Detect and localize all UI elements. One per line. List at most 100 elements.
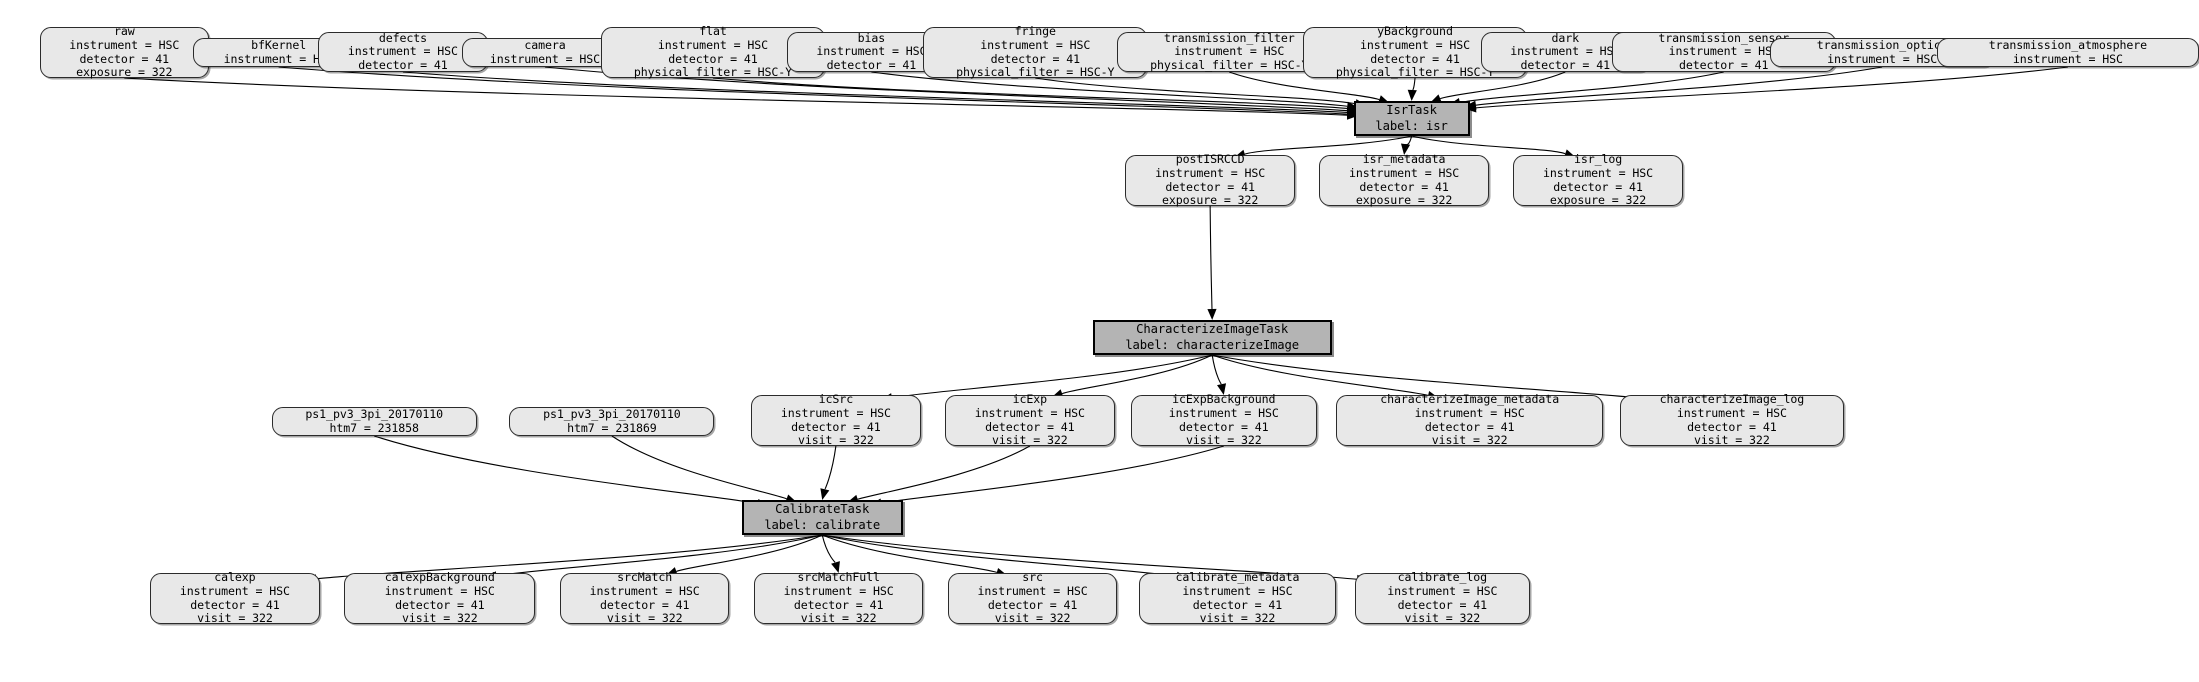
node-attribute: instrument = HSC — [384, 583, 495, 598]
node-attribute: instrument = HSC — [657, 37, 768, 52]
node-attribute: instrument = HSC — [1414, 405, 1525, 420]
node-attribute: detector = 41 — [791, 419, 881, 434]
node-attribute: detector = 41 — [1424, 419, 1515, 434]
edge-CalibrateTask-to-srcMatch — [676, 534, 823, 572]
node-attribute: instrument = HSC — [69, 37, 180, 52]
node-attribute: visit = 322 — [1431, 433, 1508, 448]
node-title: raw — [113, 24, 135, 39]
node-title: transmission_filter — [1163, 30, 1295, 45]
node-title: src — [1022, 570, 1043, 585]
edge-defects-to-IsrTask — [402, 71, 1348, 114]
node-title: calibrate_metadata — [1175, 570, 1300, 585]
node-attribute: detector = 41 — [1687, 419, 1777, 434]
node-attribute: instrument = HSC — [1174, 44, 1285, 59]
node-title: isr_metadata — [1362, 152, 1446, 167]
node-title: calexpBackground — [384, 570, 495, 585]
node-attribute: visit = 322 — [197, 611, 273, 626]
node-attribute: detector = 41 — [1397, 597, 1488, 612]
edge-ps1_a-to-CalibrateTask — [374, 435, 758, 505]
node-attribute: instrument = HSC — [589, 583, 700, 598]
node-attribute: instrument = HSC — [974, 405, 1085, 420]
node-attribute: detector = 41 — [1678, 57, 1769, 72]
node-title: transmission_atmosphere — [1988, 37, 2147, 52]
node-attribute: detector = 41 — [793, 597, 884, 612]
node-title: camera — [524, 37, 566, 52]
node-title: postISRCCD — [1175, 152, 1245, 167]
edge-IsrTask-to-isr_log — [1411, 135, 1566, 155]
node-title: fringe — [1014, 24, 1056, 39]
node-attribute: visit = 322 — [606, 611, 683, 626]
node-title: IsrTask — [1386, 103, 1437, 118]
node-attribute: visit = 322 — [800, 611, 877, 626]
node-attribute: visit = 322 — [798, 433, 874, 448]
node-attribute: exposure = 322 — [1161, 193, 1259, 208]
node-attribute: visit = 322 — [994, 611, 1071, 626]
node-attribute: instrument = HSC — [816, 44, 927, 59]
edge-raw-to-IsrTask — [124, 77, 1348, 116]
edge-fringe-to-IsrTask — [1035, 77, 1356, 105]
node-title: icExpBackground — [1172, 392, 1276, 407]
node-attribute: visit = 322 — [401, 611, 478, 626]
node-title: dark — [1551, 30, 1579, 45]
node-attribute: instrument = HSC — [1155, 165, 1266, 180]
node-attribute: htm7 = 231858 — [329, 420, 420, 435]
node-attribute: instrument = HSC — [977, 583, 1088, 598]
edge-CharacterizeImageTask-to-icSrc — [891, 354, 1213, 399]
node-attribute: detector = 41 — [1192, 597, 1283, 612]
edge-IsrTask-to-isr_metadata — [1405, 135, 1413, 146]
node-title: yBackground — [1377, 24, 1453, 39]
node-attribute: visit = 322 — [1185, 433, 1262, 448]
node-attribute: instrument = HSC — [1827, 51, 1938, 66]
node-attribute: detector = 41 — [826, 57, 917, 72]
node-attribute: physical_filter = HSC-Y — [956, 65, 1115, 80]
edge-CharacterizeImageTask-to-icExp — [1061, 354, 1213, 395]
edge-flat-to-IsrTask — [712, 77, 1348, 109]
node-title: ps1_pv3_3pi_20170110 — [305, 406, 444, 421]
node-attribute: detector = 41 — [668, 51, 758, 66]
node-attribute: detector = 41 — [599, 597, 690, 612]
node-title: calexp — [214, 570, 256, 585]
node-title: ps1_pv3_3pi_20170110 — [543, 406, 681, 421]
node-title: CharacterizeImageTask — [1136, 322, 1289, 337]
node-attribute: instrument = HSC — [783, 583, 894, 598]
node-title: calibrate_log — [1397, 570, 1488, 585]
node-attribute: visit = 322 — [1199, 611, 1276, 626]
node-attribute: visit = 322 — [1694, 433, 1770, 448]
edge-CharacterizeImageTask-to-icExpBackground — [1211, 354, 1223, 385]
node-attribute: detector = 41 — [358, 57, 448, 72]
node-title: icExp — [1012, 392, 1048, 407]
node-attribute: visit = 322 — [991, 433, 1068, 448]
edge-icExp-to-CalibrateTask — [857, 445, 1031, 500]
node-attribute: detector = 41 — [1553, 179, 1643, 194]
node-attribute: instrument = HSC — [1168, 405, 1279, 420]
node-attribute: label: isr — [1375, 118, 1448, 133]
node-attribute: detector = 41 — [395, 597, 485, 612]
